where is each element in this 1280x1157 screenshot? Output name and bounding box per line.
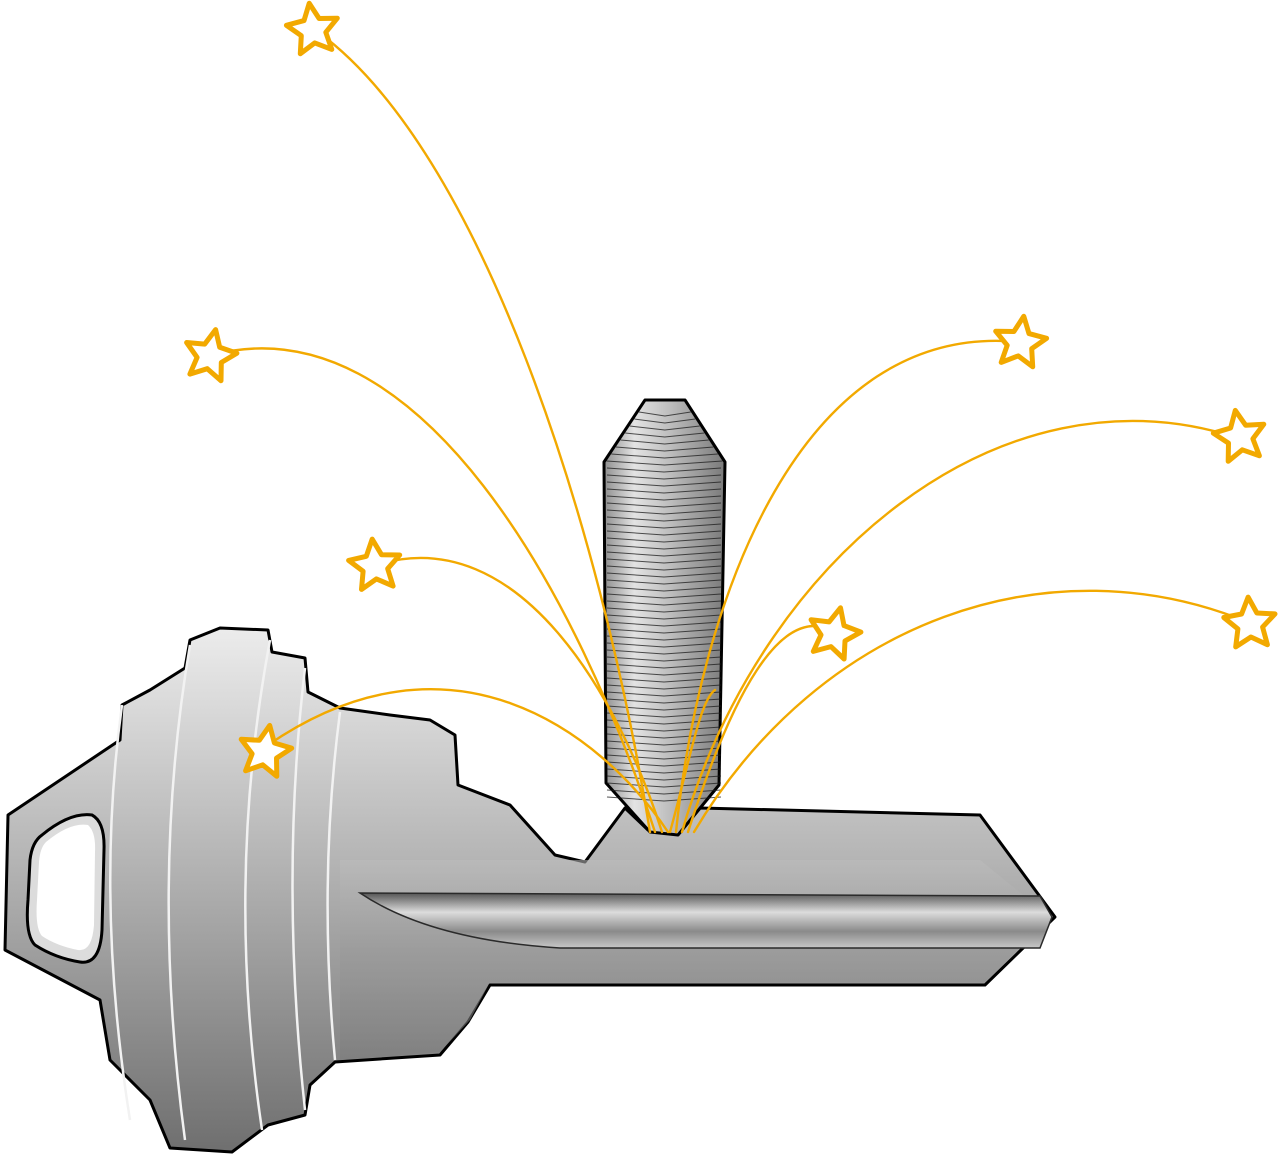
drill-bit-thread — [615, 446, 714, 452]
spark-line-5 — [674, 339, 1022, 834]
star-icon — [993, 313, 1050, 370]
drill-bit-thread — [606, 579, 722, 585]
drill-bit-thread — [606, 628, 722, 634]
star-icon — [283, 0, 340, 57]
spark-line-9 — [668, 688, 717, 834]
drill-bit-thread — [606, 670, 722, 676]
drill-bit-thread — [634, 418, 696, 424]
drill-bit-thread — [606, 719, 722, 725]
spark-line-2 — [210, 347, 657, 834]
drill-bit-thread — [606, 607, 722, 613]
drill-bit-threads — [606, 411, 723, 802]
drill-bit-thread — [606, 726, 722, 732]
key-blade — [340, 860, 1050, 1060]
spark-line-4 — [266, 688, 670, 834]
drill-bit-thread — [638, 411, 691, 417]
drill-bit-thread — [606, 565, 722, 571]
drill-bit-thread — [606, 481, 722, 487]
spark-line-6 — [680, 419, 1240, 834]
drill-bit-thread — [606, 656, 722, 662]
star-icon — [1210, 407, 1267, 464]
drill-bit-thread — [606, 460, 723, 466]
drill-bit-thread — [606, 642, 722, 648]
spark-line-8 — [692, 589, 1252, 834]
star-icon — [184, 327, 240, 384]
drill-bit-thread — [606, 649, 722, 655]
drill-bit-thread — [606, 558, 722, 564]
drill-bit-thread — [625, 432, 705, 438]
star-icon — [346, 536, 403, 592]
drill-bit-thread — [606, 551, 722, 557]
drill-bit-thread — [606, 537, 722, 543]
drill-bit-thread — [606, 761, 722, 767]
drill-bit-body — [602, 398, 727, 837]
drill-bit-thread — [606, 586, 722, 592]
drill-bit-thread — [606, 663, 722, 669]
drill-bit-thread — [606, 614, 722, 620]
drill-bit-thread — [606, 544, 722, 550]
drill-bit-thread — [606, 754, 722, 760]
drill-bit-thread — [606, 691, 722, 697]
drill-bit-thread — [606, 796, 722, 802]
spark-line-1 — [316, 30, 652, 834]
star-icon — [238, 722, 295, 779]
star-icon — [808, 605, 864, 662]
drill-bit-thread — [606, 593, 722, 599]
drill-bit-thread — [606, 572, 722, 578]
drill-bit-thread — [606, 474, 722, 480]
drill-bit-thread — [606, 775, 722, 781]
drill-bit-thread — [606, 495, 722, 501]
key-icon — [3, 626, 1057, 1154]
drill-bit-thread — [606, 467, 722, 473]
drill-bit-thread — [629, 425, 700, 431]
drill-bit-thread — [606, 509, 722, 515]
drill-bit-thread — [606, 516, 722, 522]
drill-bit-thread — [606, 600, 722, 606]
drill-bit-thread — [606, 523, 722, 529]
key-hole-inner — [36, 824, 96, 951]
drill-bit-thread — [606, 782, 722, 788]
drill-bit-thread — [611, 453, 718, 459]
drill-bit-thread — [606, 502, 722, 508]
drill-bit-thread — [606, 621, 722, 627]
key-groove — [357, 892, 1053, 949]
drill-bit-thread — [606, 488, 722, 494]
spark-line-3 — [374, 556, 664, 834]
spark-lines — [210, 30, 1252, 834]
star-icon — [1221, 594, 1278, 650]
drill-bit-thread — [606, 684, 722, 690]
drill-bit-thread — [620, 439, 709, 445]
drill-bit-thread — [606, 635, 722, 641]
drill-bit-thread — [606, 530, 722, 536]
drill-bit-icon — [602, 398, 727, 837]
star-group — [184, 0, 1278, 779]
drill-bit-thread — [606, 733, 722, 739]
